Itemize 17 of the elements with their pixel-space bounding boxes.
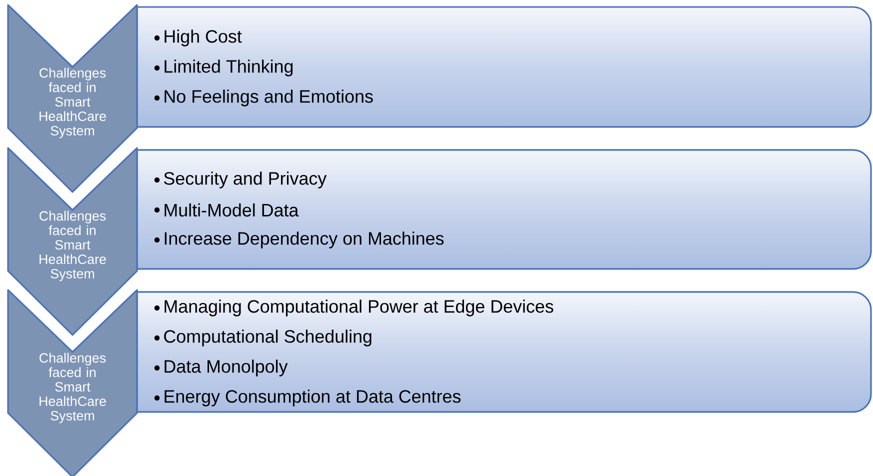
bullet-item: Computational Scheduling bbox=[164, 330, 372, 346]
bullet-item: Security and Privacy bbox=[164, 172, 327, 188]
bullet-item: Managing Computational Power at Edge Devices bbox=[164, 300, 554, 316]
bullet-item: Multi-Model Data bbox=[164, 203, 299, 217]
node-label: Challenges faced in Smart HealthCare System bbox=[40, 352, 106, 424]
content-box bbox=[136, 291, 872, 413]
bullet-item: No Feelings and Emotions bbox=[164, 90, 373, 106]
content-box bbox=[136, 6, 872, 128]
category-band: Challenges faced in Smart HealthCare System bbox=[7, 147, 138, 336]
bullet-item: Data Monolpoly bbox=[164, 360, 288, 376]
bullet-item: Increase Dependency on Machines bbox=[164, 232, 444, 248]
bullet-item: High Cost bbox=[164, 30, 242, 46]
bullet-item: Energy Consumption at Data Centres bbox=[164, 390, 461, 406]
content-box bbox=[136, 149, 872, 270]
category-band: Challenges faced in Smart HealthCare System bbox=[7, 4, 138, 193]
bullet-item: Limited Thinking bbox=[164, 60, 293, 76]
category-band: Challenges faced in Smart HealthCare System bbox=[7, 289, 138, 476]
